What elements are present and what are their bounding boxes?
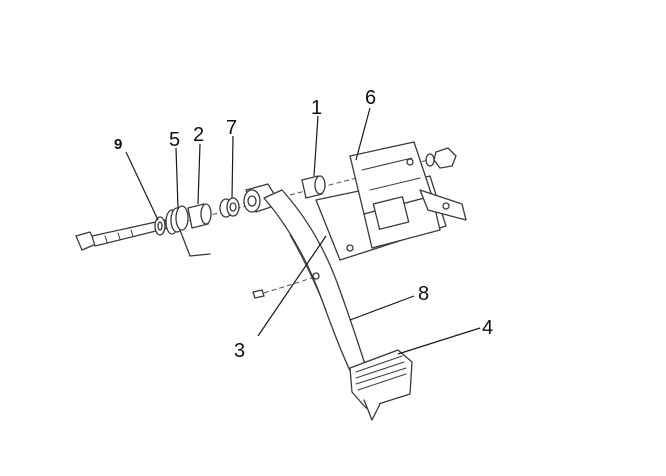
pedal-pad-part-4 [349,349,413,421]
leader-4 [397,327,481,355]
callout-6: 6 [365,87,376,109]
bushing-part-1 [301,175,326,199]
mounting-bracket-part-6 [315,141,467,261]
callout-4: 4 [482,317,493,339]
leader-8 [349,295,415,321]
callout-7: 7 [226,117,237,139]
callout-9: 9 [114,136,122,153]
callout-5: 5 [169,129,180,151]
washer-part-9 [154,216,166,236]
callout-2: 2 [193,124,204,146]
leader-7 [231,135,234,199]
leader-9 [125,151,159,221]
set-screw [252,277,313,299]
return-spring-part-5 [165,205,211,257]
bolt [75,219,169,251]
leader-5 [175,147,179,209]
leader-3 [257,235,327,337]
leader-6 [355,107,371,161]
callout-1: 1 [311,97,322,119]
leader-lines [125,107,481,355]
leader-2 [197,143,201,205]
end-nut [425,147,457,169]
callout-8: 8 [418,283,429,305]
washer-part-7 [219,197,240,218]
bushing-part-2 [187,203,212,229]
leader-1 [313,115,319,177]
callout-3: 3 [234,340,245,362]
